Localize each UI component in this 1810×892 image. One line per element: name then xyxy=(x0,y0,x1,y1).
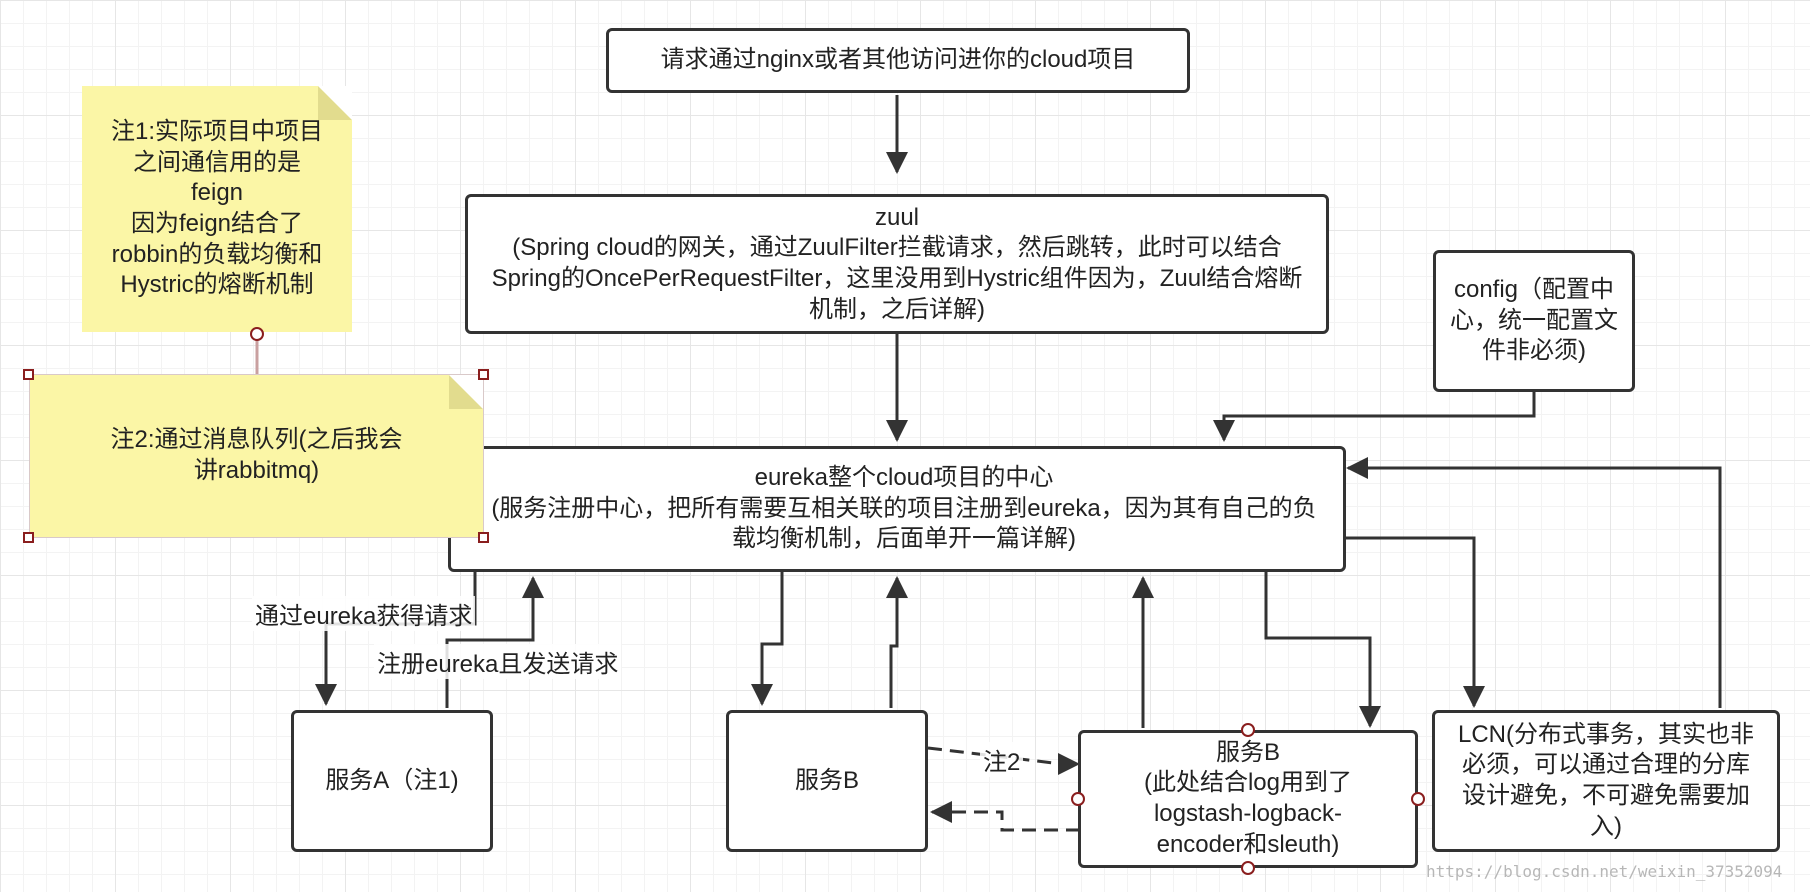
arrow-serviceb2-to-serviceb1-dashed xyxy=(930,801,1080,832)
request-entry-text: 请求通过nginx或者其他访问进你的cloud项目 xyxy=(660,46,1136,74)
service-a-box[interactable]: 服务A（注1) xyxy=(291,710,493,852)
note-2-sticky[interactable]: 注2:通过消息队列(之后我会讲rabbitmq) xyxy=(29,374,484,538)
resize-handle-bottom-left[interactable] xyxy=(23,532,34,543)
arrow-serviceb1-to-eureka xyxy=(886,576,908,708)
port-right[interactable] xyxy=(1411,792,1425,806)
note-1-text: 注1:实际项目中项目之间通信用的是 feign 因为feign结合了robbin… xyxy=(110,117,323,299)
arrow-lcn-to-eureka xyxy=(1346,457,1722,708)
note-fold-corner xyxy=(449,375,483,409)
arrow-eureka-to-serviceb1 xyxy=(751,570,784,706)
arrow-eureka-to-servicea xyxy=(315,570,477,706)
resize-handle-top-left[interactable] xyxy=(23,369,34,380)
port-top[interactable] xyxy=(1241,723,1255,737)
arrow-eureka-to-lcn xyxy=(1346,536,1485,708)
note-1-sticky[interactable]: 注1:实际项目中项目之间通信用的是 feign 因为feign结合了robbin… xyxy=(82,86,352,332)
zuul-gateway-box[interactable]: zuul (Spring cloud的网关，通过ZuulFilter拦截请求，然… xyxy=(465,194,1329,334)
service-b-logging-text: 服务B (此处结合log用到了logstash-logback-encoder和… xyxy=(1143,738,1353,858)
lcn-transaction-box[interactable]: LCN(分布式事务，其实也非必须，可以通过合理的分库设计避免，不可避免需要加入) xyxy=(1432,710,1780,852)
resize-handle-bottom-right[interactable] xyxy=(478,532,489,543)
watermark-text: https://blog.csdn.net/weixin_37352094 xyxy=(1426,862,1783,881)
service-b-logging-box[interactable]: 服务B (此处结合log用到了logstash-logback-encoder和… xyxy=(1078,730,1418,868)
arrow-eureka-to-serviceb2 xyxy=(1264,570,1381,728)
config-center-text: config（配置中心，统一配置文件非必须) xyxy=(1450,275,1618,365)
request-entry-box[interactable]: 请求通过nginx或者其他访问进你的cloud项目 xyxy=(606,28,1190,93)
label-note2-ref: 注2 xyxy=(980,742,1024,777)
zuul-gateway-text: zuul (Spring cloud的网关，通过ZuulFilter拦截请求，然… xyxy=(491,203,1303,323)
eureka-registry-box[interactable]: eureka整个cloud项目的中心 (服务注册中心，把所有需要互相关联的项目注… xyxy=(448,446,1346,572)
service-a-text: 服务A（注1) xyxy=(325,766,459,794)
arrow-serviceb1-to-serviceb2-dashed xyxy=(927,746,1080,775)
service-b-box[interactable]: 服务B xyxy=(726,710,928,852)
service-b-text: 服务B xyxy=(794,766,859,794)
arrow-config-to-eureka xyxy=(1213,392,1536,442)
note-link-handle[interactable] xyxy=(250,327,264,341)
config-center-box[interactable]: config（配置中心，统一配置文件非必须) xyxy=(1433,250,1635,392)
label-register-send: 注册eureka且发送请求 xyxy=(374,644,622,679)
note-2-text: 注2:通过消息队列(之后我会讲rabbitmq) xyxy=(110,426,403,484)
resize-handle-top-right[interactable] xyxy=(478,369,489,380)
port-bottom[interactable] xyxy=(1241,861,1255,875)
note-fold-corner xyxy=(318,86,352,120)
eureka-registry-text: eureka整个cloud项目的中心 (服务注册中心，把所有需要互相关联的项目注… xyxy=(491,463,1317,553)
label-get-via-eureka: 通过eureka获得请求 xyxy=(252,596,476,631)
port-left[interactable] xyxy=(1071,792,1085,806)
lcn-transaction-text: LCN(分布式事务，其实也非必须，可以通过合理的分库设计避免，不可避免需要加入) xyxy=(1457,720,1754,840)
